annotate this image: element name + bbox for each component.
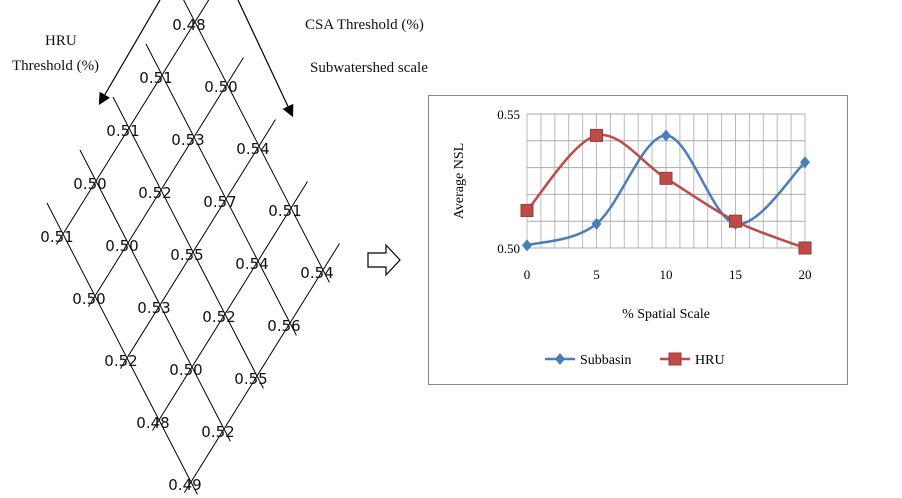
grid-value: 0.56 [267, 317, 300, 335]
grid-value: 0.53 [171, 131, 204, 149]
data-point-hru [659, 171, 673, 185]
y-axis-label: Average NSL [452, 143, 467, 219]
grid-line [55, 0, 210, 245]
grid-line [79, 149, 231, 442]
data-point-hru [520, 203, 534, 217]
grid-value: 0.50 [204, 78, 237, 96]
hru-arrow [98, 0, 161, 106]
x-tick-label: 15 [729, 267, 742, 282]
grid-value: 0.51 [40, 228, 73, 246]
csa-arrow [237, 0, 294, 118]
hollow-right-arrow-icon [367, 243, 401, 277]
grid-value: 0.48 [172, 16, 205, 34]
legend-label-subbasin: Subbasin [580, 353, 631, 368]
csa-threshold-label: CSA Threshold (%) [305, 17, 424, 33]
grid-line [183, 243, 340, 493]
legend-marker-hru [668, 352, 682, 366]
x-tick-label: 10 [660, 267, 673, 282]
data-point-hru [590, 128, 603, 142]
grid-value: 0.50 [72, 290, 105, 308]
grid-value: 0.52 [202, 308, 235, 326]
grid-line [183, 0, 330, 283]
grid-value: 0.57 [203, 193, 236, 211]
legend-label-hru: HRU [695, 353, 725, 368]
grid-value: 0.51 [106, 122, 139, 140]
data-point-subbasin [800, 156, 810, 169]
x-axis-label: % Spatial Scale [622, 307, 710, 322]
grid-line [151, 181, 308, 431]
y-tick-label: 0.50 [497, 241, 520, 256]
x-tick-label: 5 [593, 267, 600, 282]
data-point-hru [729, 214, 742, 228]
grid-value: 0.55 [170, 246, 203, 264]
grid-value: 0.51 [139, 69, 172, 87]
grid-value: 0.52 [104, 352, 137, 370]
subwatershed-scale-label: Subwatershed scale [310, 60, 428, 76]
grid-value: 0.50 [105, 237, 138, 255]
grid-value: 0.53 [137, 299, 170, 317]
grid-value: 0.54 [235, 255, 268, 273]
grid-value: 0.54 [236, 140, 269, 158]
grid-value: 0.50 [169, 361, 202, 379]
grid-line [145, 43, 297, 336]
grid-value: 0.52 [138, 184, 171, 202]
grid-value: 0.48 [136, 414, 169, 432]
grid-value: 0.50 [73, 175, 106, 193]
grid-line [119, 119, 276, 369]
grid-line [46, 202, 198, 495]
data-point-subbasin [522, 239, 532, 252]
y-tick-label: 0.55 [497, 107, 520, 122]
grid-value: 0.51 [268, 202, 301, 220]
x-tick-label: 20 [799, 267, 812, 282]
hru-label: HRU [45, 33, 77, 49]
legend-marker-subbasin [555, 353, 565, 365]
chart-frame [428, 95, 848, 385]
x-tick-label: 0 [524, 267, 531, 282]
data-point-subbasin [661, 129, 671, 142]
grid-value: 0.49 [168, 476, 201, 494]
grid-value: 0.54 [300, 264, 333, 282]
grid-value: 0.55 [234, 370, 267, 388]
data-point-subbasin [591, 217, 602, 230]
data-point-hru [798, 241, 812, 255]
grid-value: 0.52 [201, 423, 234, 441]
hru-threshold-label: Threshold (%) [12, 58, 100, 74]
grid-line [87, 57, 244, 307]
grid-line [112, 96, 264, 389]
